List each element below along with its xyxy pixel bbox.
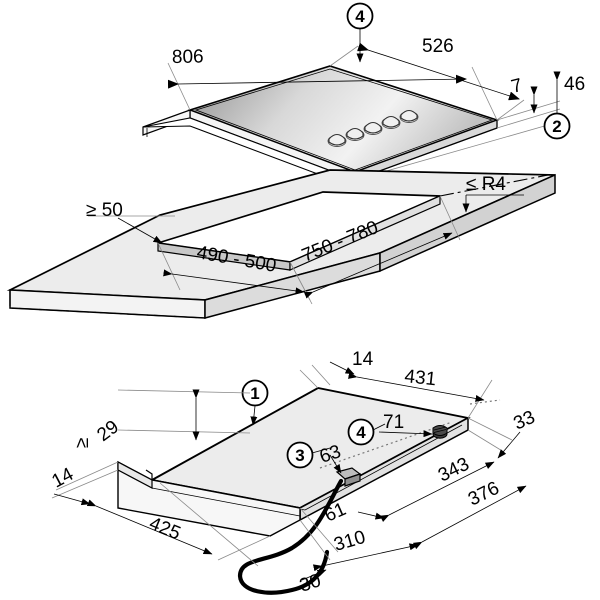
dim-rear-gap: ≥ 50 [86,200,175,244]
hob-appliance [142,65,500,189]
callout-1-label: 1 [250,384,259,403]
dim-corner-radius: ≤ R4 [462,174,524,213]
dim-14-top-label: 14 [352,349,374,370]
worktop-hidden-extension [329,169,556,176]
dim-29-prefix: ≥ [72,438,93,448]
body-step-detail [145,469,153,480]
dim-376-label: 376 [465,478,503,511]
callout-4-top-label: 4 [355,7,365,26]
control-knob[interactable] [381,115,401,129]
dim-50-label: ≥ 50 [86,200,123,221]
dim-71-label: 71 [383,412,404,433]
dim-310-label: 310 [332,527,368,556]
power-cable [237,478,344,595]
dim-body-top: 14 431 [299,349,493,419]
callout-4-bottom-label: 4 [356,423,366,442]
dim-343-label: 343 [435,454,473,487]
callout-2-label: 2 [552,117,561,136]
dim-431-label: 431 [403,366,437,390]
callout-4-top[interactable]: 4 [346,2,374,63]
dim-14-left-label: 14 [48,464,77,493]
terminal-stud[interactable] [432,425,448,439]
callout-2[interactable]: 2 [543,112,571,140]
body-dotted-edge [319,421,453,469]
hob-control-knobs[interactable] [327,109,419,147]
dim-46-label: 46 [564,74,585,95]
dim-niche-clearance: ≥ 29 [72,389,251,448]
callout-1[interactable]: 1 [241,379,269,426]
dim-526-label: 526 [422,36,454,57]
control-knob[interactable] [327,133,347,147]
hob-top-surface [187,65,500,173]
body-dotted-edge-2 [469,399,501,405]
control-knob[interactable] [399,109,419,123]
dim-r4-label: ≤ R4 [466,174,506,195]
cable-connector[interactable] [335,467,362,487]
worktop-hidden-outline [9,290,206,319]
dim-29-label: 29 [93,416,123,445]
callout-3-label: 3 [295,446,304,465]
dim-height-group: 7 46 [354,71,585,181]
control-knob[interactable] [363,121,383,135]
dim-33-label: 33 [510,407,538,435]
callout-4-bottom[interactable]: 4 71 [347,412,433,446]
dim-hob-depth: 526 [329,36,525,121]
control-knob[interactable] [345,127,365,141]
dim-7-label: 7 [509,75,524,98]
base-plate-line [117,469,301,517]
worktop-hidden-extension-2 [439,174,549,197]
dim-806-label: 806 [172,46,204,68]
